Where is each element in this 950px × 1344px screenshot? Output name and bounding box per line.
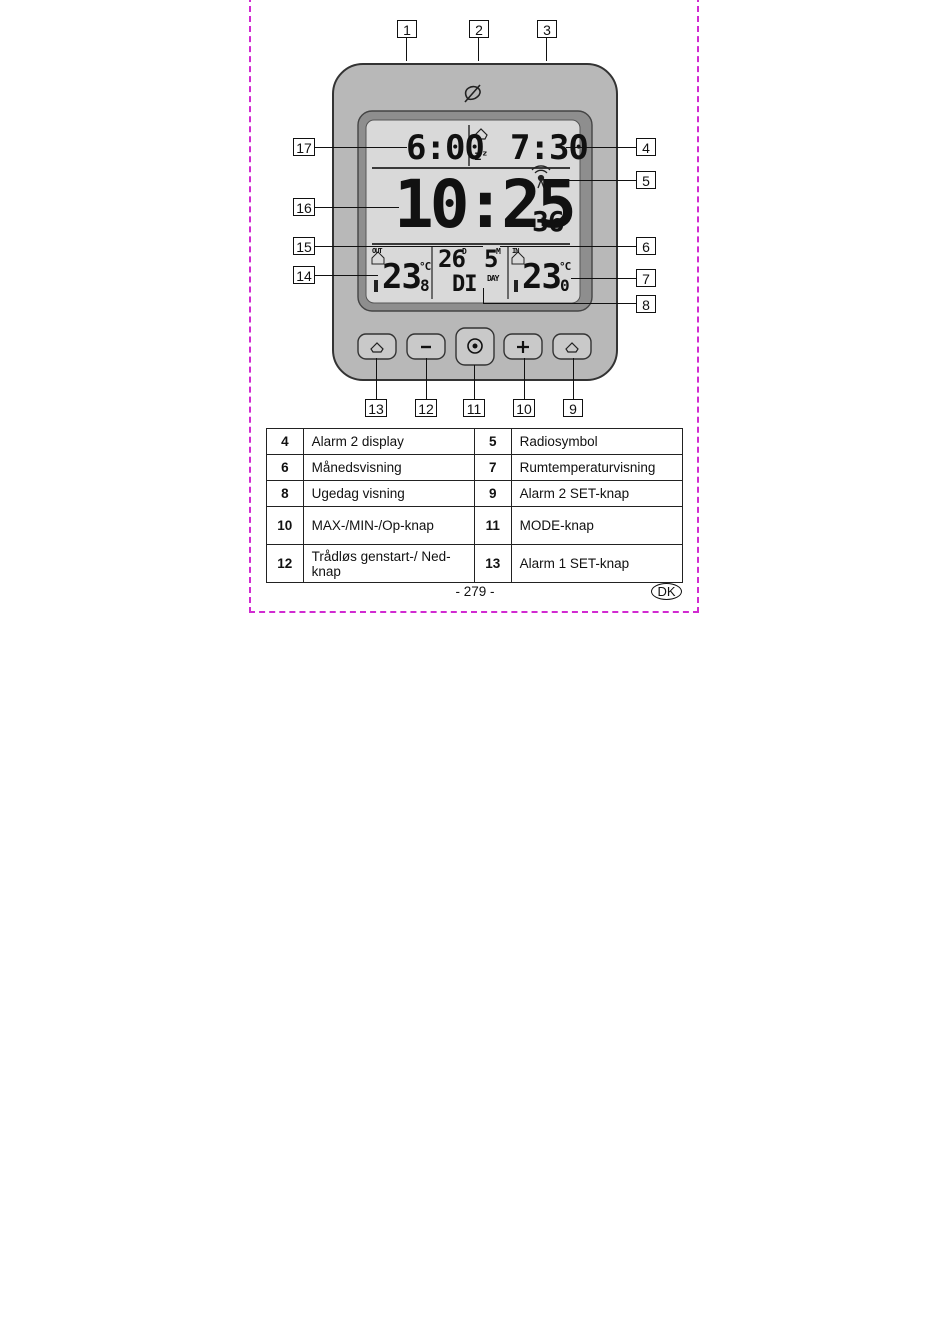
- alarm2-time-readout: 7:30: [510, 128, 589, 168]
- indoor-label: IN: [512, 247, 520, 255]
- callout-5: 5: [636, 171, 656, 189]
- indoor-house-icon: [511, 251, 525, 265]
- outdoor-temp-decimal: 8: [420, 276, 430, 295]
- part-label: Alarm 1 SET-knap: [510, 544, 684, 583]
- callout-10: 10: [513, 399, 535, 417]
- leader-line: [566, 147, 636, 148]
- callout-17: 17: [293, 138, 315, 156]
- leader-line: [313, 275, 378, 276]
- page-border: [249, 0, 699, 613]
- part-number: 8: [266, 480, 304, 507]
- callout-9: 9: [563, 399, 583, 417]
- table-row: 6 Månedsvisning 7 Rumtemperaturvisning: [266, 454, 684, 481]
- leader-line: [426, 358, 427, 399]
- leader-line: [376, 358, 377, 399]
- part-number: 9: [473, 480, 512, 507]
- part-label: Alarm 2 display: [302, 428, 475, 455]
- date-day-readout: 26: [438, 245, 466, 273]
- part-number: 10: [266, 506, 304, 545]
- alarm1-time-readout: 6:00: [406, 128, 485, 168]
- part-number: 5: [473, 428, 512, 455]
- seconds-readout: 36: [532, 205, 565, 238]
- table-row: 10 MAX-/MIN-/Op-knap 11 MODE-knap: [266, 506, 684, 545]
- callout-14: 14: [293, 266, 315, 284]
- part-number: 4: [266, 428, 304, 455]
- outdoor-unit: °C: [419, 260, 431, 273]
- alarm-bell-icon: [474, 128, 488, 140]
- part-number: 7: [473, 454, 512, 481]
- mode-icon: [467, 338, 483, 354]
- leader-line: [552, 180, 636, 181]
- radio-tower-icon: [531, 165, 551, 189]
- callout-8: 8: [636, 295, 656, 313]
- callout-11: 11: [463, 399, 485, 417]
- callout-6: 6: [636, 237, 656, 255]
- outdoor-temp-readout: 23: [382, 257, 422, 297]
- leader-line: [313, 207, 399, 208]
- callout-12: 12: [415, 399, 437, 417]
- leader-line: [571, 278, 636, 279]
- callout-15: 15: [293, 237, 315, 255]
- language-badge: DK: [651, 583, 682, 600]
- bell-icon: [565, 342, 579, 353]
- indoor-temp-readout: 23: [522, 257, 562, 297]
- leader-line: [406, 38, 407, 61]
- part-number: 6: [266, 454, 304, 481]
- leader-line: [483, 288, 484, 303]
- weekday-readout: DI: [452, 272, 477, 297]
- leader-line: [524, 358, 525, 399]
- leader-line: [483, 303, 636, 304]
- day-marker: D: [462, 247, 467, 256]
- part-label: Radiosymbol: [510, 428, 684, 455]
- part-label: Alarm 2 SET-knap: [510, 480, 684, 507]
- leader-line: [313, 246, 483, 247]
- part-label: Månedsvisning: [302, 454, 475, 481]
- main-time-readout: 10:25: [394, 166, 577, 243]
- indoor-unit: °C: [559, 260, 571, 273]
- brand-logo-icon: [464, 84, 481, 103]
- battery-icon-outdoor: [374, 280, 378, 292]
- callout-13: 13: [365, 399, 387, 417]
- callout-7: 7: [636, 269, 656, 287]
- day-label: DAY: [487, 274, 499, 283]
- indoor-temp-decimal: 0: [560, 276, 570, 295]
- callout-2: 2: [469, 20, 489, 38]
- part-label: Rumtemperaturvisning: [510, 454, 684, 481]
- leader-line: [546, 38, 547, 61]
- part-number: 11: [473, 506, 512, 545]
- bell-icon: [370, 342, 384, 353]
- callout-1: 1: [397, 20, 417, 38]
- radio-alarm-clock-illustration: [332, 63, 618, 381]
- leader-line: [313, 147, 407, 148]
- plus-icon: [517, 341, 529, 353]
- table-row: 12 Trådløs genstart-/ Ned-knap 13 Alarm …: [266, 544, 684, 583]
- outdoor-house-icon: [371, 251, 385, 265]
- part-label: MAX-/MIN-/Op-knap: [302, 506, 475, 545]
- leader-line: [474, 365, 475, 399]
- callout-3: 3: [537, 20, 557, 38]
- snooze-indicator: zᶻ: [474, 149, 489, 164]
- part-label: MODE-knap: [510, 506, 684, 545]
- leader-line: [500, 246, 636, 247]
- part-number: 12: [266, 544, 304, 583]
- battery-icon-indoor: [514, 280, 518, 292]
- table-row: 8 Ugedag visning 9 Alarm 2 SET-knap: [266, 480, 684, 507]
- alarm1-set-button: [357, 333, 397, 360]
- month-marker: M: [496, 247, 501, 256]
- callout-4: 4: [636, 138, 656, 156]
- callout-16: 16: [293, 198, 315, 216]
- leader-line: [573, 358, 574, 399]
- parts-legend-table: 4 Alarm 2 display 5 Radiosymbol 6 Måneds…: [266, 428, 684, 583]
- alarm2-set-button: [552, 333, 592, 360]
- leader-line: [478, 38, 479, 61]
- part-number: 13: [473, 544, 512, 583]
- lcd-panel: [365, 119, 581, 304]
- part-label: Trådløs genstart-/ Ned-knap: [302, 544, 475, 583]
- table-row: 4 Alarm 2 display 5 Radiosymbol: [266, 428, 684, 455]
- part-label: Ugedag visning: [302, 480, 475, 507]
- page-number: - 279 -: [455, 584, 495, 599]
- outdoor-label: OUT: [372, 247, 383, 255]
- month-readout: 5: [484, 245, 498, 273]
